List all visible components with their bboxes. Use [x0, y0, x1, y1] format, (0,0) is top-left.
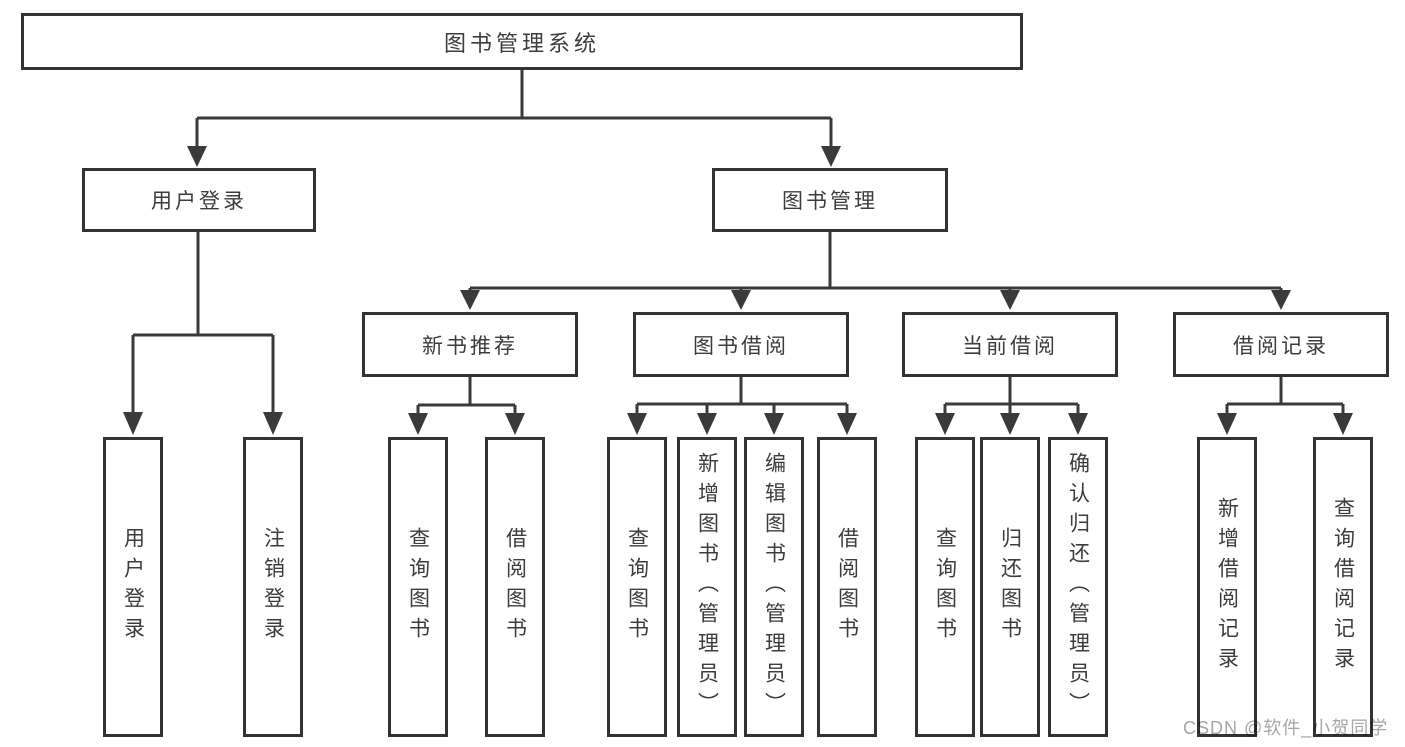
- leaf-user-login: 用户登录: [103, 437, 163, 737]
- node-book-management: 图书管理: [712, 168, 948, 232]
- leaf-return-book: 归还图书: [980, 437, 1040, 737]
- node-borrowing-records: 借阅记录: [1173, 312, 1389, 377]
- connector-root-to-level2: [187, 70, 841, 167]
- node-label: 确认归还（管理员）: [1066, 452, 1090, 722]
- leaf-logout: 注销登录: [243, 437, 303, 737]
- node-current-borrowing: 当前借阅: [902, 312, 1118, 377]
- node-library-management-system: 图书管理系统: [21, 13, 1023, 70]
- leaf-query-books-recommend: 查询图书: [388, 437, 448, 737]
- leaf-query-books-current: 查询图书: [915, 437, 975, 737]
- node-new-book-recommendation: 新书推荐: [362, 312, 578, 377]
- node-book-borrowing: 图书借阅: [633, 312, 849, 377]
- leaf-borrow-books-recommend: 借阅图书: [485, 437, 545, 737]
- node-label: 注销登录: [261, 527, 285, 647]
- connector-book-borrow-children: [627, 375, 857, 435]
- node-label: 查询借阅记录: [1331, 497, 1355, 677]
- node-label: 当前借阅: [962, 334, 1058, 358]
- node-label: 编辑图书（管理员）: [762, 452, 786, 722]
- node-label: 借阅图书: [503, 527, 527, 647]
- node-label: 用户登录: [151, 190, 247, 213]
- leaf-add-book-admin: 新增图书（管理员）: [677, 437, 737, 737]
- leaf-edit-book-admin: 编辑图书（管理员）: [744, 437, 804, 737]
- connector-current-borrow-children: [935, 375, 1088, 435]
- node-label: 新增借阅记录: [1215, 497, 1239, 677]
- node-label: 图书管理系统: [443, 30, 600, 56]
- connector-new-book-children: [408, 375, 525, 435]
- connector-user-login-children: [123, 230, 283, 435]
- node-user-login: 用户登录: [82, 168, 316, 232]
- node-label: 新增图书（管理员）: [695, 452, 719, 722]
- watermark: CSDN @软件_小贺同学: [1183, 718, 1389, 738]
- node-label: 查询图书: [625, 527, 649, 647]
- node-label: 图书借阅: [693, 334, 789, 358]
- node-label: 归还图书: [998, 527, 1022, 647]
- connector-borrow-record-children: [1217, 375, 1353, 435]
- leaf-query-borrow-record: 查询借阅记录: [1313, 437, 1373, 737]
- leaf-borrow-books: 借阅图书: [817, 437, 877, 737]
- leaf-add-borrow-record: 新增借阅记录: [1197, 437, 1257, 737]
- node-label: 借阅图书: [835, 527, 859, 647]
- node-label: 图书管理: [782, 190, 878, 213]
- leaf-query-books-borrow: 查询图书: [607, 437, 667, 737]
- connector-book-management-children: [460, 230, 1291, 310]
- leaf-confirm-return-admin: 确认归还（管理员）: [1048, 437, 1108, 737]
- node-label: 借阅记录: [1233, 334, 1329, 358]
- node-label: 新书推荐: [422, 334, 518, 358]
- node-label: 查询图书: [933, 527, 957, 647]
- node-label: 用户登录: [121, 527, 145, 647]
- node-label: 查询图书: [406, 527, 430, 647]
